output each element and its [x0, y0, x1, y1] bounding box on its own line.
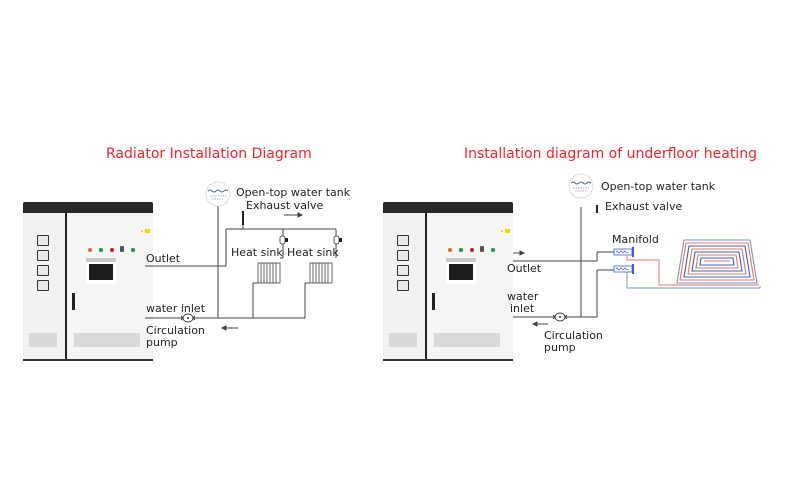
indicator-lamp: [448, 248, 452, 252]
indicator-lamp: [88, 248, 92, 252]
label-outlet: Outlet: [146, 252, 181, 265]
label-exhaust-valve: Exhaust valve: [246, 199, 324, 212]
arrow-head: [220, 325, 227, 331]
switch-knob: [120, 246, 124, 252]
badge-icon: [501, 230, 503, 232]
meter-icon: [37, 280, 49, 291]
meter-icon: [37, 235, 49, 246]
indicator-lamp: [131, 248, 135, 252]
open-top-water-tank-icon: [205, 181, 231, 207]
label-exhaust-valve: Exhaust valve: [605, 200, 683, 213]
indicator-lamp: [470, 248, 474, 252]
indicator-lamp: [99, 248, 103, 252]
indicator-lamp: [459, 248, 463, 252]
label-open-top-water-tank: Open-top water tank: [601, 180, 716, 193]
cabinet-left-panel: [383, 213, 427, 359]
indicator-lamp: [491, 248, 495, 252]
cabinet-base: [23, 359, 153, 361]
label-circulation: Circulation: [544, 329, 603, 342]
manifold-icon: [613, 247, 634, 274]
vent-grille: [74, 333, 140, 347]
underfloor-pipes: [507, 205, 614, 327]
radiator-heat-sink-2: [309, 262, 333, 284]
label-circulation: Circulation: [146, 324, 205, 337]
display-screen: [446, 258, 476, 284]
label-water-inlet: water inlet: [146, 302, 206, 315]
cabinet-top: [23, 202, 153, 213]
arrow-head: [297, 212, 304, 218]
switch-knob: [480, 246, 484, 252]
vent-grille: [29, 333, 57, 347]
cabinet-left-panel: [23, 213, 67, 359]
cold-feeder: [626, 272, 761, 289]
label-manifold: Manifold: [612, 233, 659, 246]
door-handle: [432, 293, 435, 310]
indicator-lamp: [110, 248, 114, 252]
badge-icon: [145, 229, 150, 233]
label-pump: pump: [146, 336, 178, 349]
display-screen: [86, 258, 116, 284]
cabinet-right-door: [67, 213, 153, 359]
label-open-top-water-tank: Open-top water tank: [236, 186, 351, 199]
radiator-heat-sink-1: [257, 262, 281, 284]
meter-icon: [397, 280, 409, 291]
label-heat-sink-1: Heat sink: [231, 246, 283, 259]
underfloor-diagram-title: Installation diagram of underfloor heati…: [464, 146, 757, 162]
cabinet-base: [383, 359, 513, 361]
underfloor-heating-coil: [676, 239, 758, 284]
floor-loop-feeders: [626, 256, 761, 289]
meter-icon: [37, 250, 49, 261]
hot-feeder: [626, 256, 759, 286]
badge-icon: [505, 229, 510, 233]
badge-icon: [141, 230, 143, 232]
label-inlet: inlet: [510, 302, 535, 315]
arrow-head: [531, 321, 538, 327]
door-handle: [72, 293, 75, 310]
label-water: water: [507, 290, 539, 303]
vent-grille: [389, 333, 417, 347]
meter-icon: [397, 250, 409, 261]
thermostatic-valve-icon: [333, 235, 342, 245]
radiator-pipes: [145, 206, 337, 331]
label-outlet: Outlet: [507, 262, 542, 275]
cabinet-right-door: [427, 213, 513, 359]
meter-icon: [397, 235, 409, 246]
vent-grille: [434, 333, 500, 347]
circulation-pump-icon: [180, 313, 196, 323]
circulation-pump-icon: [552, 312, 568, 322]
label-pump: pump: [544, 341, 576, 354]
meter-icon: [397, 265, 409, 276]
open-top-water-tank-icon: [568, 173, 594, 199]
radiator-diagram-title: Radiator Installation Diagram: [106, 146, 312, 162]
thermostatic-valve-icon: [279, 235, 288, 245]
arrow-head: [519, 250, 526, 256]
meter-icon: [37, 265, 49, 276]
label-heat-sink-2: Heat sink: [287, 246, 339, 259]
cabinet-top: [383, 202, 513, 213]
